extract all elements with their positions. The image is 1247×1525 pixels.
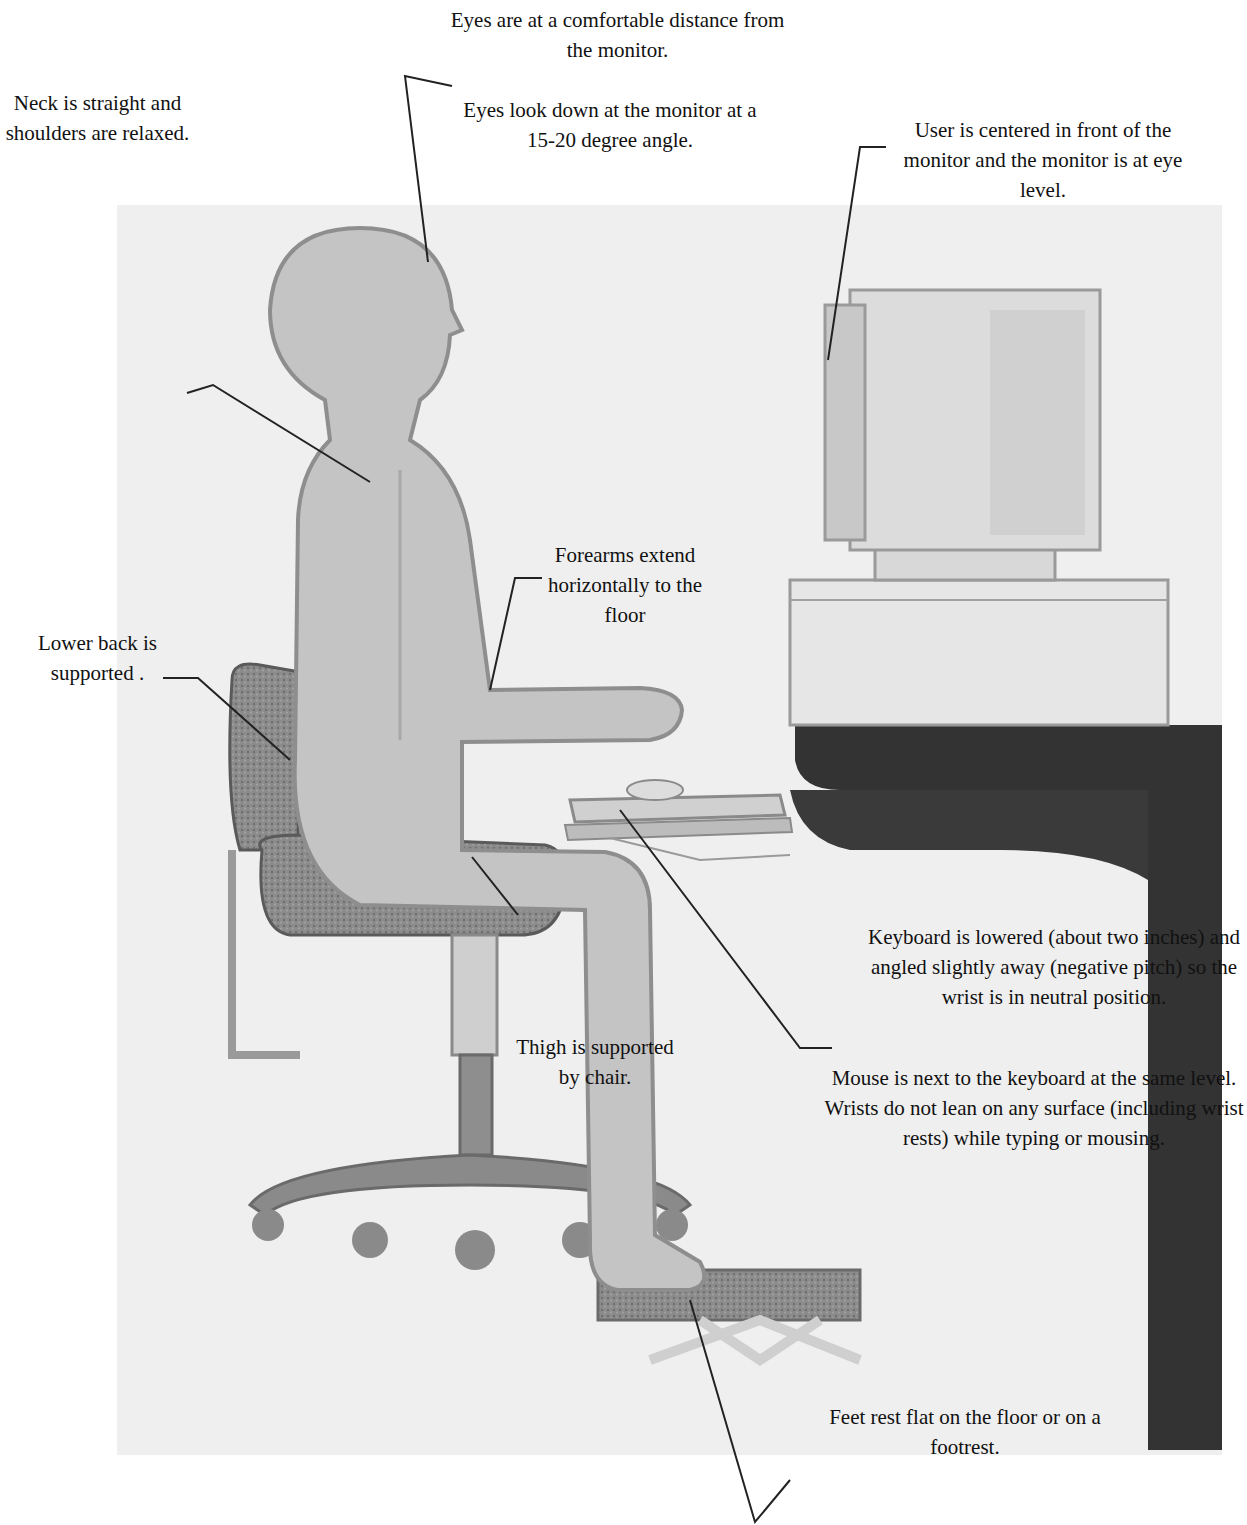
chair-wheel xyxy=(252,1209,284,1241)
leader-line xyxy=(472,857,518,915)
keyboard xyxy=(570,795,785,822)
footrest-legs xyxy=(650,1320,860,1360)
chair-column xyxy=(452,935,497,1055)
leader-line xyxy=(187,385,370,482)
case-line xyxy=(790,599,1168,601)
callout-text: Thigh is supported by chair. xyxy=(515,1032,675,1092)
chair-backrest xyxy=(230,664,300,850)
person-silhouette xyxy=(270,228,704,1290)
callout-text: Eyes look down at the monitor at a 15-20… xyxy=(450,95,770,155)
desk-edge xyxy=(790,790,1148,880)
leader-line xyxy=(405,76,452,262)
leader-line xyxy=(690,1300,790,1522)
leader-line xyxy=(828,147,886,360)
monitor-body xyxy=(850,290,1100,550)
chair-piston xyxy=(460,1055,492,1155)
background-panel xyxy=(117,205,1222,1455)
callout-text: User is centered in front of the monitor… xyxy=(893,115,1193,205)
callout-text: Eyes are at a comfortable distance from … xyxy=(445,5,790,65)
tray-arm xyxy=(610,838,790,860)
keyboard-tray xyxy=(565,818,792,840)
computer-case xyxy=(790,580,1168,725)
chair-wheel xyxy=(352,1222,388,1258)
callout-text: Neck is straight and shoulders are relax… xyxy=(5,88,190,148)
callout-text: Keyboard is lowered (about two inches) a… xyxy=(860,922,1247,1012)
callout-text: Feet rest flat on the floor or on a foot… xyxy=(810,1402,1120,1462)
callout-text: Forearms extend horizontally to the floo… xyxy=(540,540,710,630)
callout-text: Mouse is next to the keyboard at the sam… xyxy=(822,1063,1246,1153)
mouse xyxy=(627,780,683,800)
leader-line xyxy=(490,578,542,690)
chair-wheel xyxy=(455,1230,495,1270)
arm-outline xyxy=(399,470,402,740)
callout-text: Lower back is supported . xyxy=(30,628,165,688)
monitor-shade xyxy=(990,310,1085,535)
leader-line xyxy=(620,810,832,1048)
leader-line xyxy=(163,678,290,760)
